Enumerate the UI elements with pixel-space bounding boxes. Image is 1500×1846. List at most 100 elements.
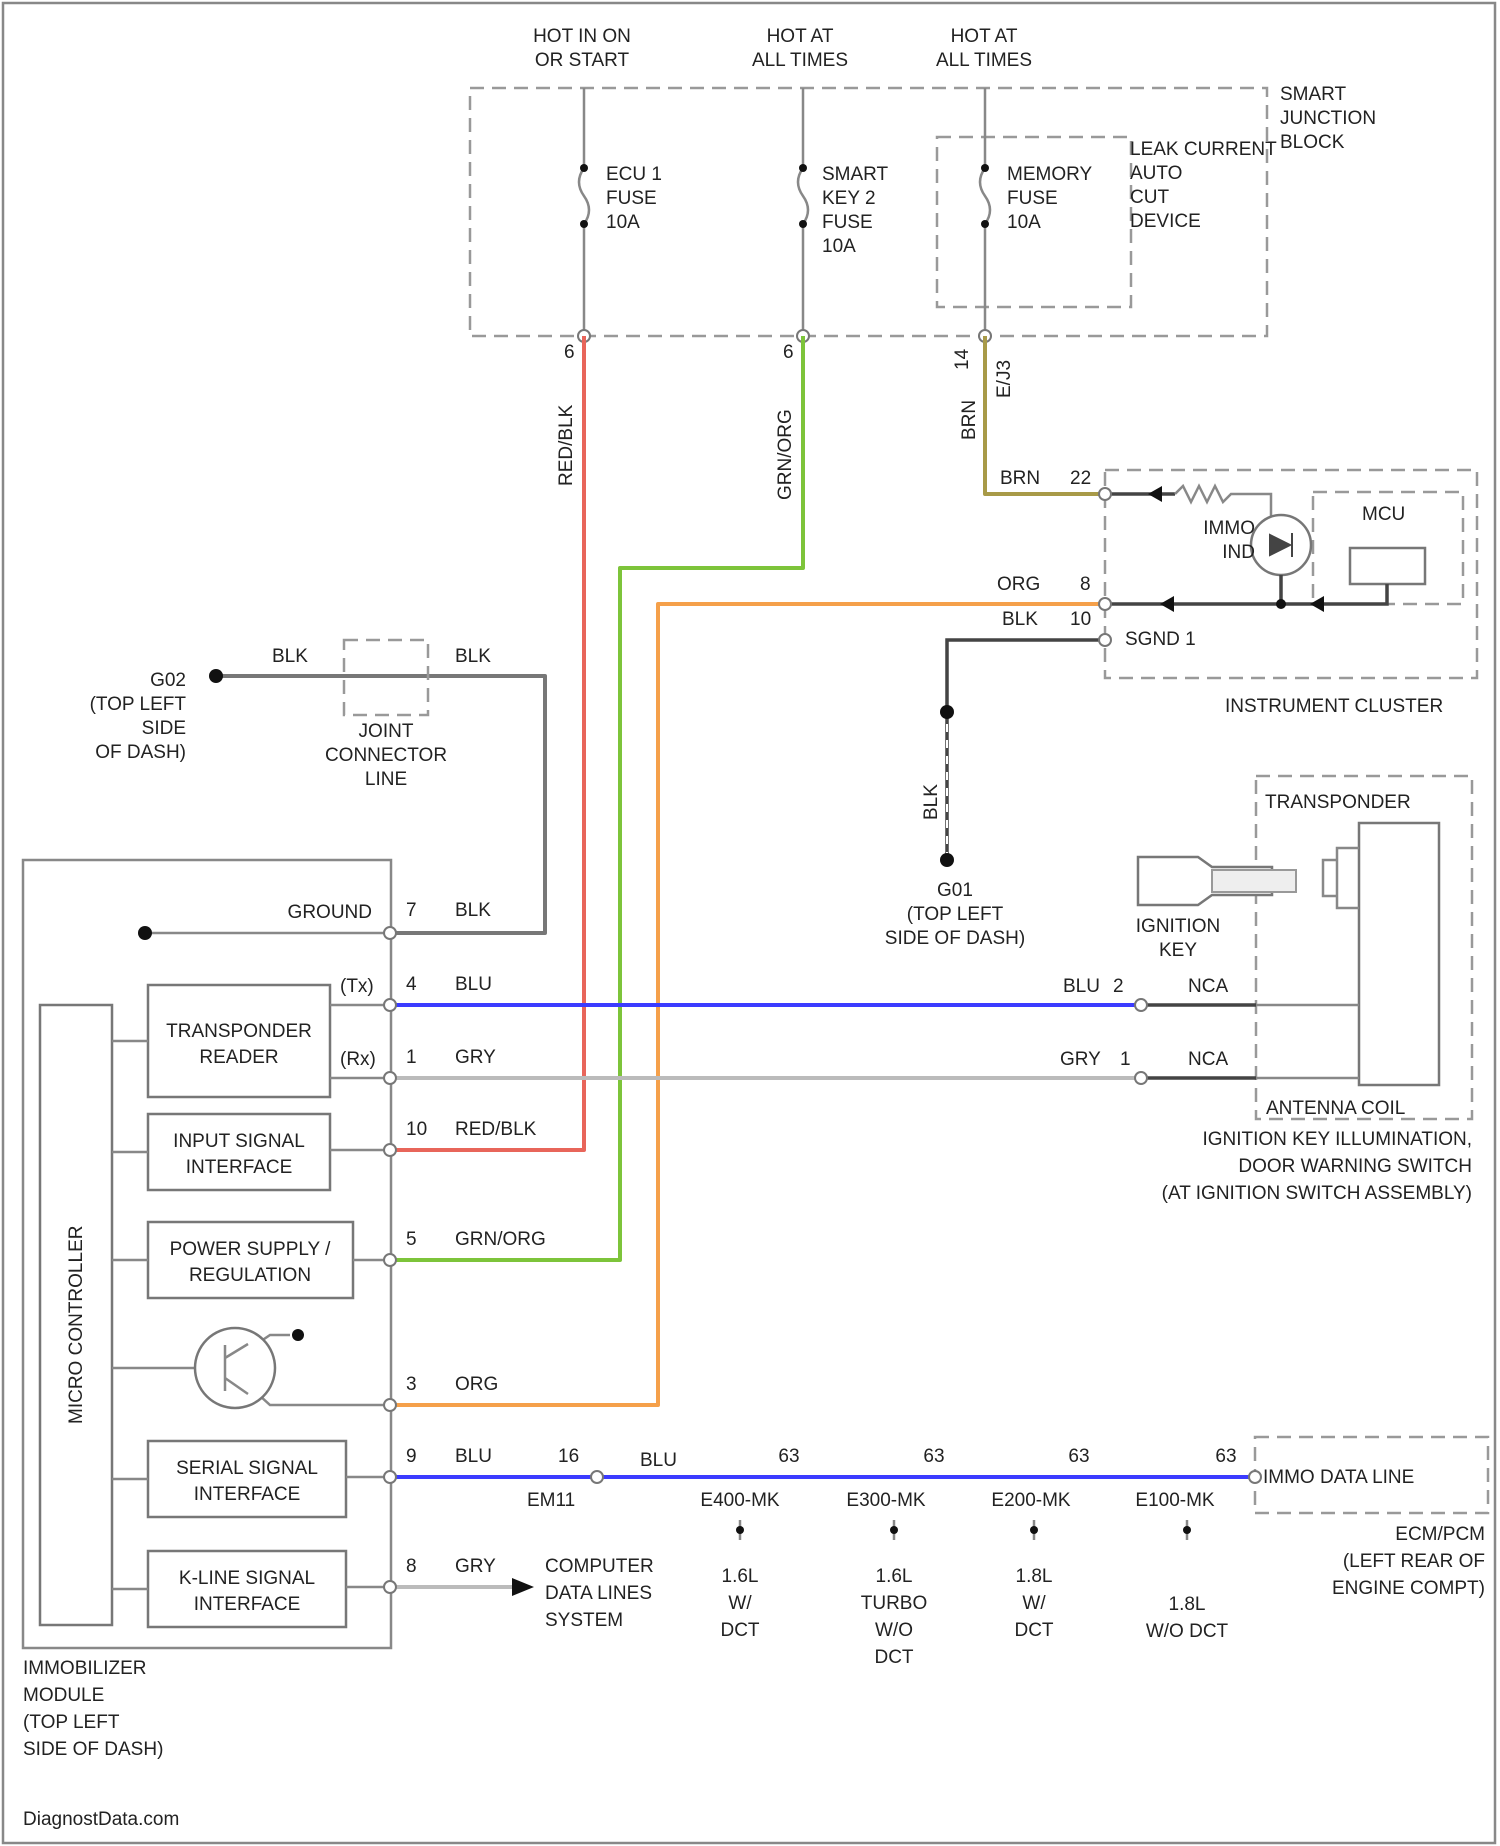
em11-pin: 16 (558, 1446, 579, 1467)
connector-0-pin: 63 (778, 1446, 799, 1467)
blk-wire-label-left: BLK (272, 646, 308, 667)
computer-data-lines-arrow-icon (512, 1578, 534, 1596)
memory-pin-number: 14 (952, 348, 973, 370)
connector-1-name: E300-MK (846, 1490, 926, 1511)
serial-signal-interface-block (148, 1441, 346, 1517)
output-transistor (195, 1328, 275, 1408)
input-signal-interface-block (148, 1114, 330, 1190)
pin-10-number: 10 (406, 1119, 427, 1140)
pin-3-color: ORG (455, 1374, 498, 1395)
module-pin-3 (384, 1399, 396, 1411)
pin-7-number: 7 (406, 900, 417, 921)
connector-2-pin: 63 (1068, 1446, 1089, 1467)
em11-name: EM11 (527, 1490, 575, 1511)
connector-2-name: E200-MK (991, 1490, 1071, 1511)
org-wire-cluster-label: ORG (997, 574, 1040, 595)
nca-label-1: NCA (1188, 976, 1228, 997)
tx-label: (Tx) (340, 976, 374, 997)
grn-org-wire-label: GRN/ORG (775, 409, 796, 500)
micro-controller-label: MICRO CONTROLLER (66, 1226, 87, 1424)
red-blk-wire (390, 336, 584, 1150)
antenna-coil-label: ANTENNA COIL (1266, 1098, 1405, 1119)
data-line-blu-label: BLU (640, 1450, 677, 1471)
nca-label-2: NCA (1188, 1049, 1228, 1070)
connector-0-marker (736, 1526, 744, 1534)
transponder-pin-2-label: 2 (1113, 976, 1124, 997)
pin-4-color: BLU (455, 974, 492, 995)
g01-ground: G01(TOP LEFTSIDE OF DASH) (885, 705, 1025, 949)
module-pin-9 (384, 1471, 396, 1483)
cluster-pin-10-label: 10 (1070, 609, 1091, 630)
connector-3-name: E100-MK (1135, 1490, 1215, 1511)
blk-wire-cluster-label: BLK (1002, 609, 1038, 630)
mcu-chip (1350, 548, 1425, 584)
pin-5-number: 5 (406, 1229, 417, 1250)
cluster-org-internal (1105, 584, 1387, 604)
cluster-ground-wire (947, 640, 1105, 860)
connector-3-pin: 63 (1215, 1446, 1236, 1467)
pin-9-number: 9 (406, 1446, 417, 1467)
module-pin-8 (384, 1581, 396, 1593)
module-pin-1 (384, 1072, 396, 1084)
smart-key2-pin-number: 6 (783, 342, 794, 363)
ignition-key-blade (1212, 870, 1296, 892)
supply-hot-all-times-label-2: HOT ATALL TIMES (936, 26, 1032, 71)
transponder-pin-1 (1135, 1072, 1147, 1084)
pin-7-color: BLK (455, 900, 491, 921)
pin-3-number: 3 (406, 1374, 417, 1395)
cluster-pin-8 (1099, 598, 1111, 610)
brn-horizontal-label: BRN (1000, 468, 1040, 489)
connector-0-name: E400-MK (700, 1490, 780, 1511)
pin-5-color: GRN/ORG (455, 1229, 546, 1250)
ecm-connector-1: 63 E300-MK 1.6LTURBOW/ODCT (846, 1446, 944, 1668)
transponder-pin-1-label: 1 (1120, 1049, 1131, 1070)
instrument-cluster-label: INSTRUMENT CLUSTER (1225, 696, 1443, 717)
pin-9-color: BLU (455, 1446, 492, 1467)
pin-8-number: 8 (406, 1556, 417, 1577)
ground-label: GROUND (288, 902, 372, 923)
leak-current-device-label: LEAK CURRENTAUTOCUTDEVICE (1130, 139, 1277, 232)
cluster-splice (1276, 599, 1286, 609)
transponder-blu-label: BLU (1063, 976, 1100, 997)
g02-ground-point (209, 669, 223, 683)
ground-blk-wire-label: BLK (921, 784, 942, 820)
antenna-coil-body (1359, 823, 1439, 1085)
transponder-gry-label: GRY (1060, 1049, 1101, 1070)
connector-1-marker (890, 1526, 898, 1534)
connector-1-pin: 63 (923, 1446, 944, 1467)
module-pin-10 (384, 1144, 396, 1156)
module-pin-5 (384, 1254, 396, 1266)
ignition-key-label: IGNITIONKEY (1136, 916, 1220, 961)
pin-1-color: GRY (455, 1047, 496, 1068)
immo-data-line-label: IMMO DATA LINE (1263, 1467, 1414, 1488)
pin-8-color: GRY (455, 1556, 496, 1577)
transponder-assembly: TRANSPONDER IGNITIONKEY BLU 2 GRY 1 NCA … (1060, 776, 1472, 1204)
transponder-label: TRANSPONDER (1265, 792, 1411, 813)
memory-fuse: MEMORYFUSE10A (977, 164, 1092, 233)
connector-2-marker (1030, 1526, 1038, 1534)
connector-3-marker (1183, 1526, 1191, 1534)
g01-ground-point (940, 853, 954, 867)
pin-1-number: 1 (406, 1047, 417, 1068)
ecu1-pin-number: 6 (564, 342, 575, 363)
k-line-signal-interface-block (148, 1551, 346, 1627)
transistor-supply-point (292, 1329, 304, 1341)
module-pin-7 (384, 927, 396, 939)
